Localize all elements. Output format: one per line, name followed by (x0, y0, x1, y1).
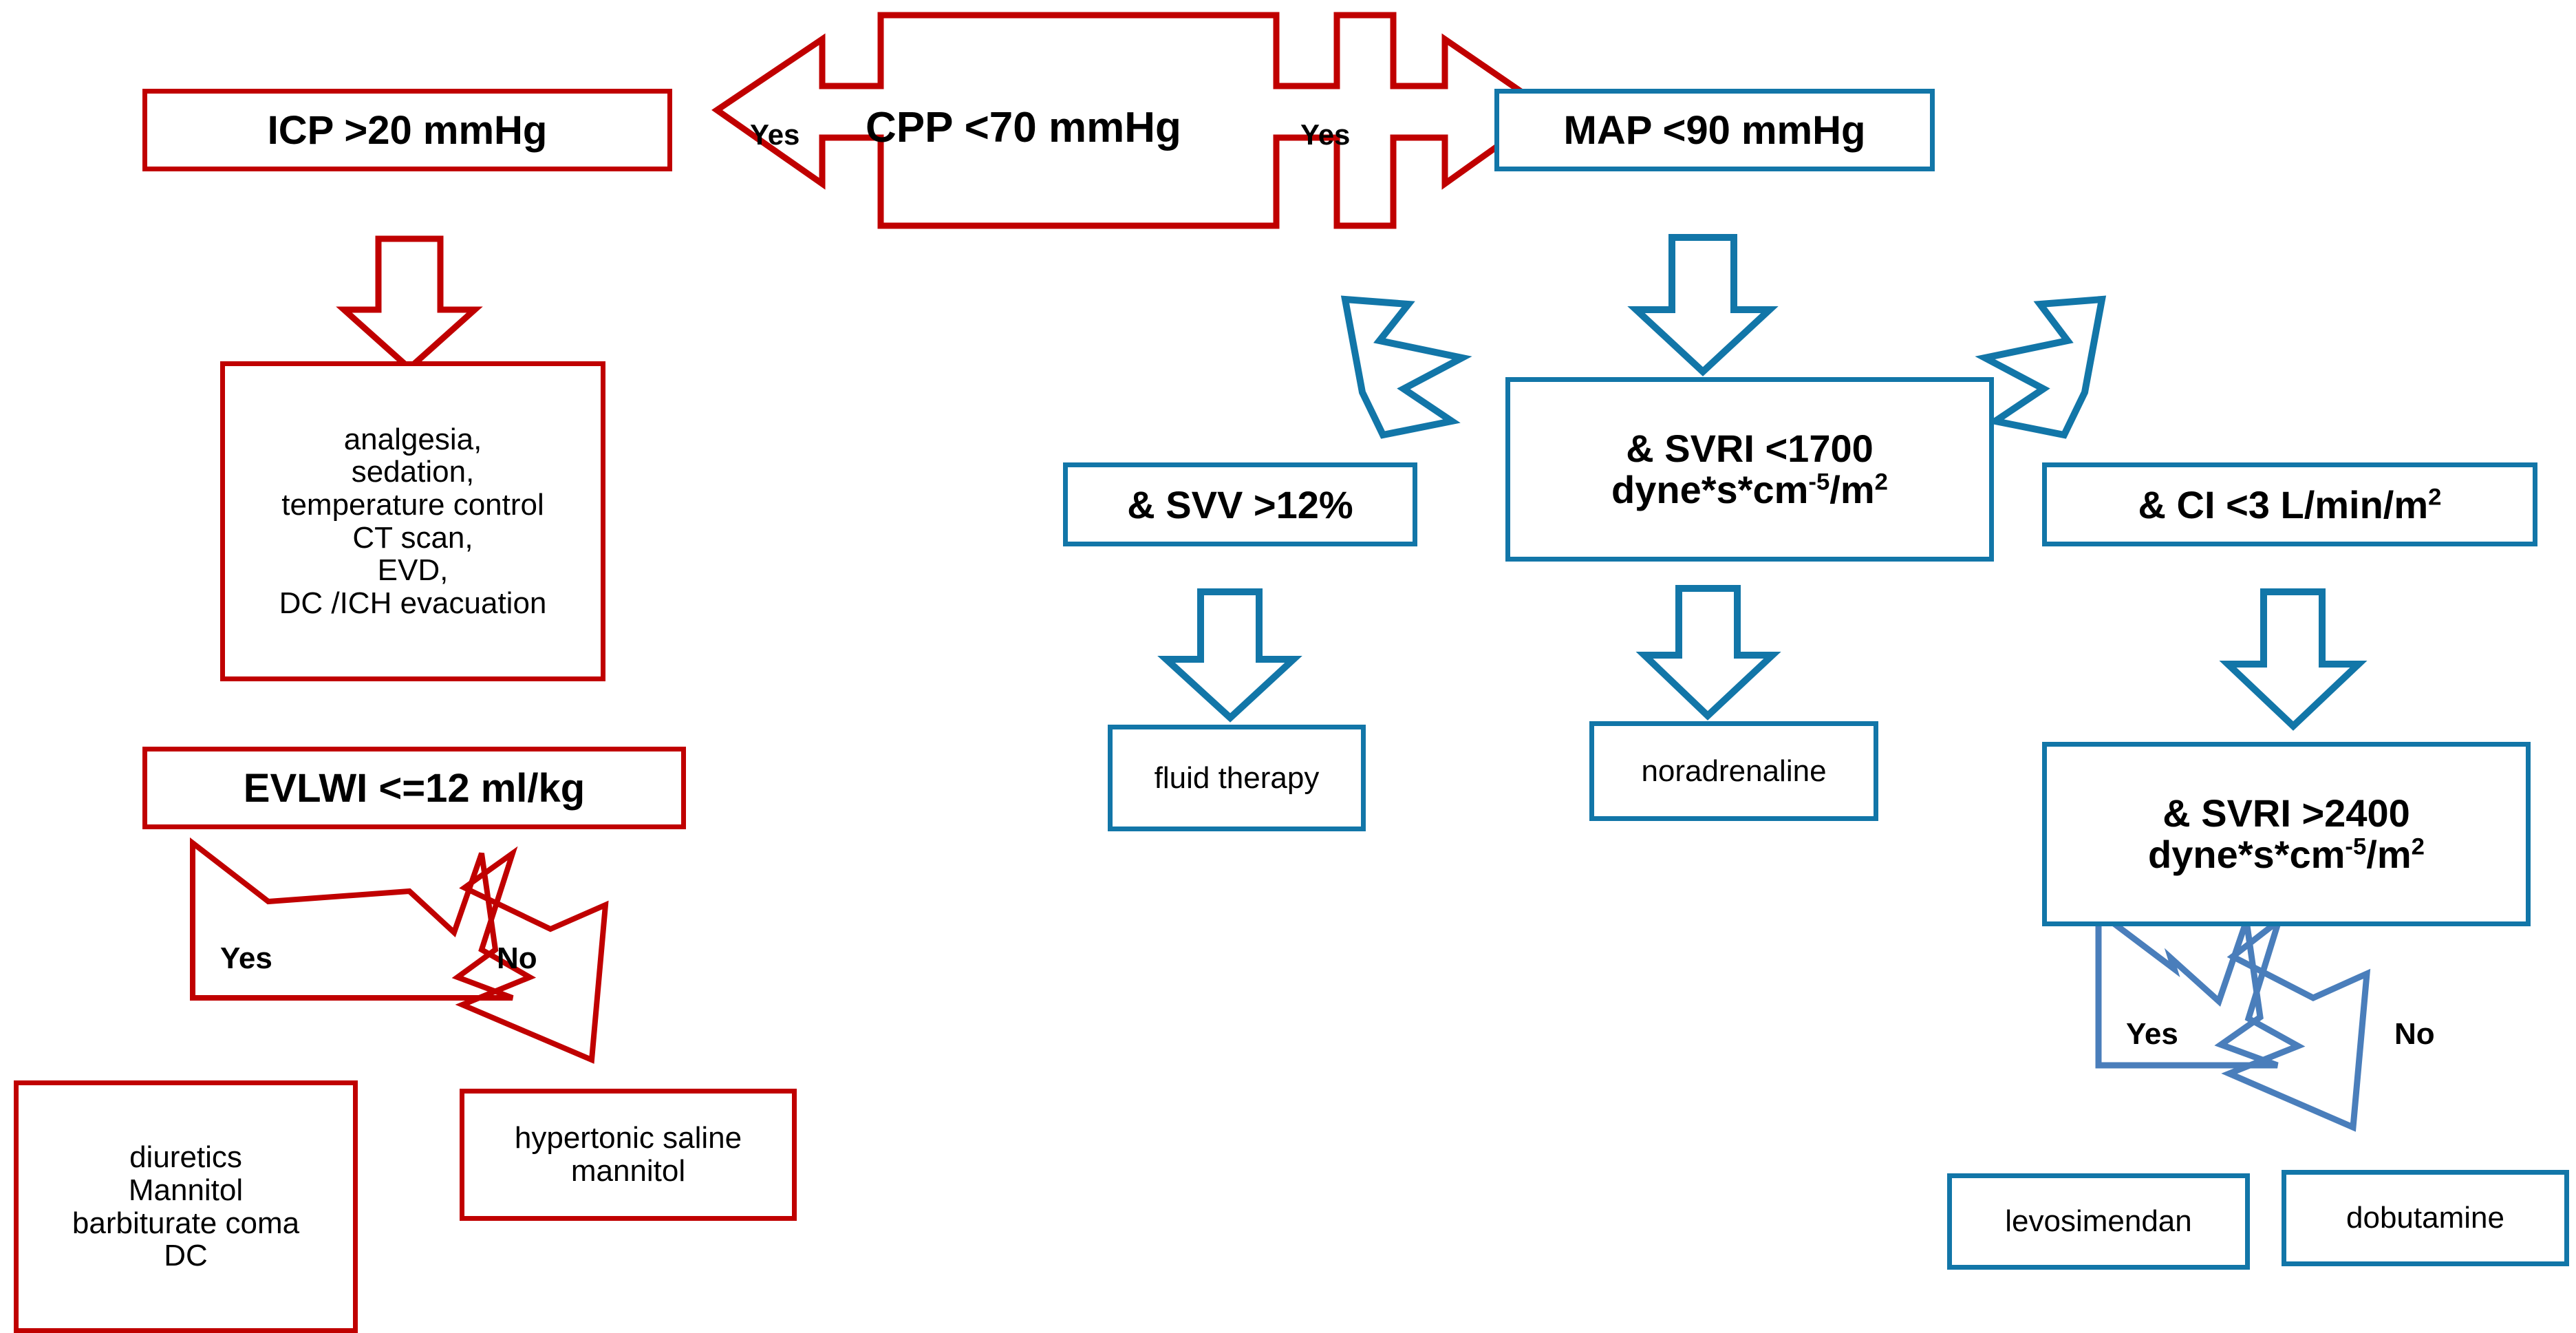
arrow-map-to-ci (1975, 295, 2107, 439)
node-dobutamine-box[interactable]: dobutamine (2282, 1170, 2569, 1266)
edge-label-svri-high-no: No (2394, 1017, 2435, 1051)
svri-low-unit-prefix: dyne*s*cm (1611, 468, 1809, 511)
arrow-map-down (1627, 234, 1779, 376)
edge-label-svri-high-yes: Yes (2126, 1017, 2178, 1051)
node-map-box[interactable]: MAP <90 mmHg (1494, 89, 1935, 171)
svri-high-line-2: dyne*s*cm-5/m2 (2148, 833, 2425, 876)
node-hypertonic-box[interactable]: hypertonic saline mannitol (460, 1089, 797, 1221)
icp-treatment-line-3: temperature control (281, 487, 544, 522)
svri-high-unit-mid: /m (2366, 833, 2412, 876)
svri-low-exp-1: -5 (1808, 469, 1830, 495)
icp-treatment-line-4: CT scan, (352, 520, 473, 555)
arrow-evlwi-yes (190, 837, 514, 1001)
node-cpp-label: CPP <70 mmHg (866, 104, 1181, 151)
icp-treatment-line-5: EVD, (377, 553, 449, 588)
node-ci-label: & CI <3 L/min/m2 (2138, 482, 2442, 527)
node-ci-box[interactable]: & CI <3 L/min/m2 (2042, 462, 2537, 546)
arrow-svri-high-yes (2095, 905, 2279, 1069)
svri-high-exp-1: -5 (2345, 833, 2367, 860)
node-noradrenaline-label: noradrenaline (1641, 754, 1827, 788)
svri-low-unit-mid: /m (1829, 468, 1875, 511)
icp-treatment-line-2: sedation, (351, 455, 475, 489)
edge-label-evlwi-yes: Yes (220, 941, 272, 975)
diuretics-line-1: diuretics (129, 1140, 242, 1175)
icp-treatment-line-1: analgesia, (343, 422, 482, 456)
edge-label-cpp-yes-right: Yes (1300, 118, 1351, 151)
node-fluid-therapy-box[interactable]: fluid therapy (1108, 725, 1366, 831)
node-icp-label: ICP >20 mmHg (267, 107, 548, 153)
node-svv-label: & SVV >12% (1127, 482, 1353, 526)
node-dobutamine-label: dobutamine (2346, 1201, 2504, 1235)
diuretics-line-4: DC (164, 1239, 208, 1273)
arrow-icp-down (336, 235, 483, 373)
node-svri-low-box[interactable]: & SVRI <1700 dyne*s*cm-5/m2 (1505, 377, 1994, 562)
svri-high-line-1: & SVRI >2400 (2162, 791, 2410, 835)
node-icp-treatment-box[interactable]: analgesia, sedation, temperature control… (220, 361, 605, 681)
arrow-ci-down (2219, 588, 2368, 731)
node-evlwi-box[interactable]: EVLWI <=12 ml/kg (142, 747, 686, 829)
svri-high-exp-2: 2 (2411, 833, 2425, 860)
hypertonic-line-2: mannitol (570, 1154, 686, 1188)
diuretics-line-2: Mannitol (128, 1173, 244, 1207)
node-icp-box[interactable]: ICP >20 mmHg (142, 89, 672, 171)
arrow-map-to-svv (1340, 295, 1472, 439)
arrow-svri-high-no (2221, 912, 2371, 1132)
ci-text: & CI <3 L/min/m (2138, 482, 2429, 526)
diuretics-line-3: barbiturate coma (72, 1206, 300, 1240)
arrow-evlwi-no (455, 846, 609, 1064)
node-svri-high-box[interactable]: & SVRI >2400 dyne*s*cm-5/m2 (2042, 742, 2531, 926)
svri-low-exp-2: 2 (1874, 469, 1888, 495)
node-levosimendan-box[interactable]: levosimendan (1947, 1173, 2250, 1270)
node-map-label: MAP <90 mmHg (1563, 107, 1866, 153)
svri-high-unit-prefix: dyne*s*cm (2148, 833, 2346, 876)
node-fluid-therapy-label: fluid therapy (1154, 760, 1320, 795)
edge-label-cpp-yes-left: Yes (750, 118, 800, 151)
arrow-cpp-bidirectional (711, 12, 1554, 229)
node-svv-box[interactable]: & SVV >12% (1063, 462, 1417, 546)
arrow-svv-down (1157, 588, 1302, 723)
node-evlwi-label: EVLWI <=12 ml/kg (243, 765, 586, 811)
hypertonic-line-1: hypertonic saline (514, 1121, 742, 1155)
svri-low-line-2: dyne*s*cm-5/m2 (1611, 469, 1888, 511)
svri-low-line-1: & SVRI <1700 (1626, 426, 1874, 470)
node-diuretics-box[interactable]: diuretics Mannitol barbiturate coma DC (14, 1080, 358, 1333)
icp-treatment-line-6: DC /ICH evacuation (279, 586, 547, 620)
arrow-svri-low-down (1635, 585, 1781, 721)
node-levosimendan-label: levosimendan (2005, 1204, 2192, 1238)
edge-label-evlwi-no: No (497, 941, 537, 975)
ci-exponent: 2 (2428, 483, 2442, 510)
node-noradrenaline-box[interactable]: noradrenaline (1589, 721, 1878, 821)
